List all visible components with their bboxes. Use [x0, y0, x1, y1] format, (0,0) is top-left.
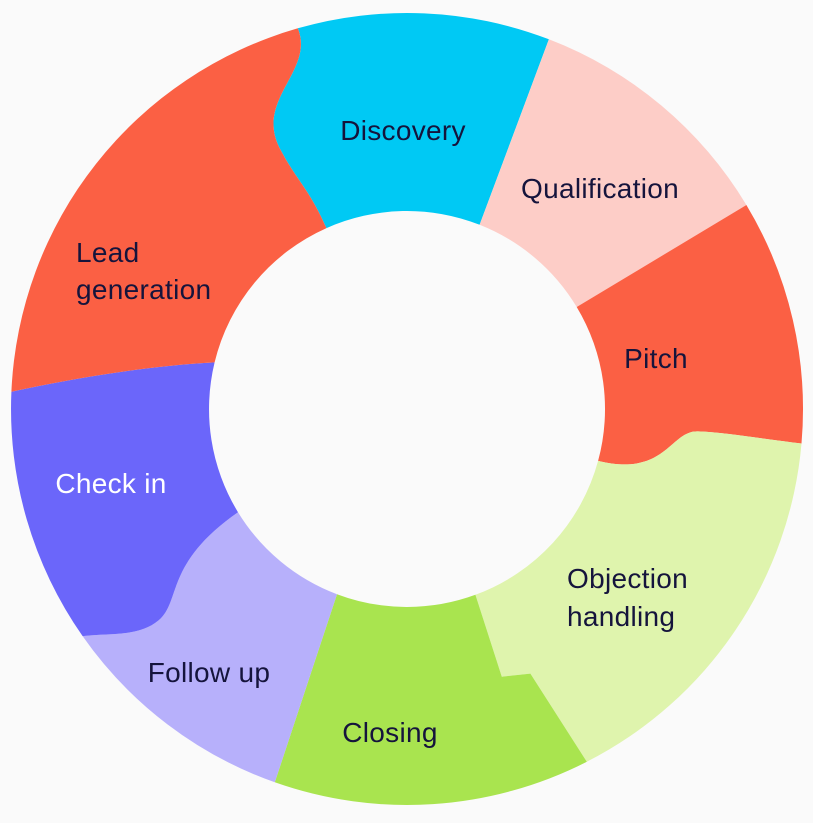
segment-follow-up	[82, 512, 337, 783]
segment-qualification	[479, 39, 747, 308]
label-pitch: Pitch	[624, 343, 688, 374]
label-check-in: Check in	[55, 468, 166, 499]
label-closing: Closing	[342, 717, 437, 748]
label-discovery: Discovery	[340, 115, 466, 146]
segment-check-in	[11, 362, 238, 637]
label-follow-up: Follow up	[148, 657, 271, 688]
segment-pitch	[576, 205, 804, 465]
label-qualification: Qualification	[521, 173, 679, 204]
segment-closing	[274, 594, 587, 805]
segment-lead-generation	[11, 28, 327, 392]
segment-objection-handling	[475, 431, 802, 762]
segment-discovery	[273, 12, 549, 229]
